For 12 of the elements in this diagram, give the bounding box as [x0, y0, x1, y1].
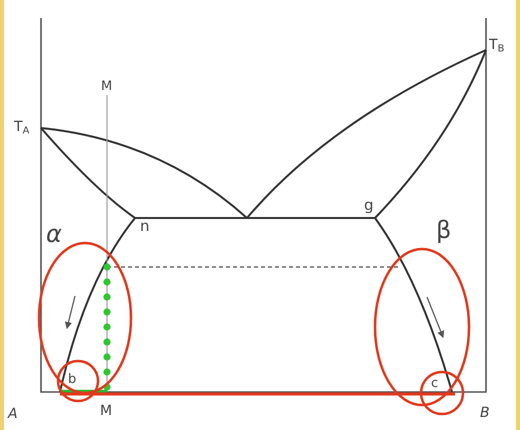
point-label: n: [140, 219, 150, 234]
composition-label: M: [100, 404, 112, 418]
phase-label: α: [46, 222, 62, 246]
temperature-label: T$_{B}$: [489, 38, 504, 54]
temperature-label: T$_{A}$: [14, 120, 30, 136]
point-label: b: [68, 373, 76, 386]
composition-label: M: [101, 80, 112, 93]
point-label: c: [431, 377, 438, 390]
component-label: A: [8, 407, 18, 421]
phase-label: β: [436, 218, 452, 242]
point-label: g: [364, 198, 374, 213]
component-label: B: [480, 406, 490, 420]
